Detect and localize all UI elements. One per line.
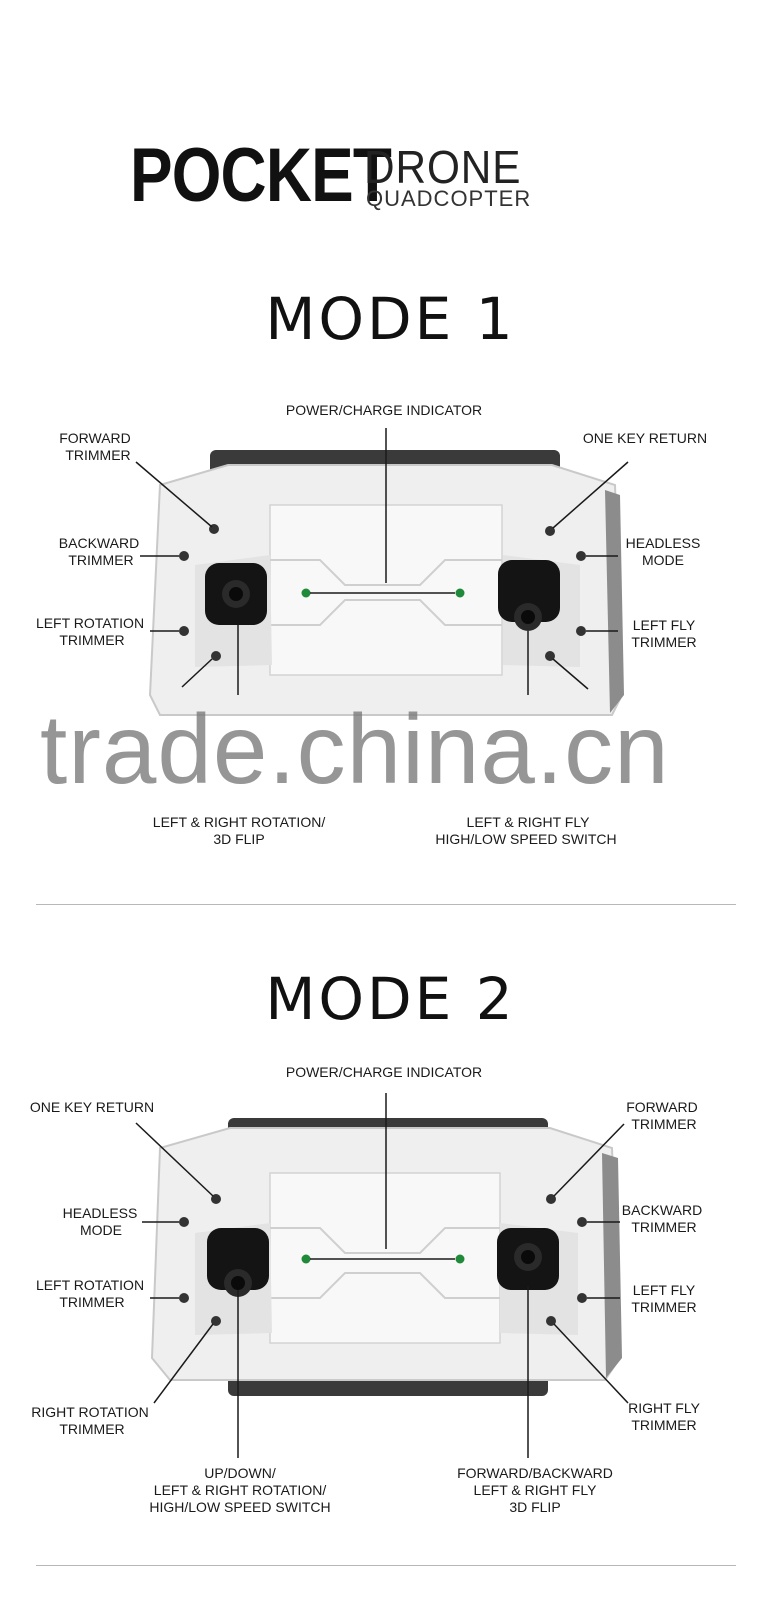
mode2-left-stick-icon bbox=[207, 1228, 269, 1297]
mode1-label-left-fly-trimmer-1: LEFT FLY bbox=[633, 617, 696, 633]
mode1-label-left-stick-1: LEFT & RIGHT ROTATION/ bbox=[153, 814, 326, 830]
mode1-label-left-fly-trimmer-2: TRIMMER bbox=[631, 634, 696, 650]
mode1-label-backward-trimmer-2: TRIMMER bbox=[68, 552, 133, 568]
mode1-label-forward-trimmer-1: FORWARD bbox=[59, 430, 131, 446]
mode2-label-left-stick-1: UP/DOWN/ bbox=[204, 1465, 276, 1481]
mode1-label-headless-mode-1: HEADLESS bbox=[626, 535, 701, 551]
mode1-one-key-return-button bbox=[545, 526, 555, 536]
mode1-label-left-rotation-trimmer-1: LEFT ROTATION bbox=[36, 615, 144, 631]
mode2-label-right-fly-trimmer-2: TRIMMER bbox=[631, 1417, 696, 1433]
mode2-label-left-fly-trimmer-2: TRIMMER bbox=[631, 1299, 696, 1315]
mode1-title: MODE 1 bbox=[265, 285, 516, 353]
mode2-right-stick-icon bbox=[497, 1228, 559, 1290]
mode1-extra-button-right bbox=[545, 651, 555, 661]
mode1-label-right-stick-2: HIGH/LOW SPEED SWITCH bbox=[435, 831, 616, 847]
mode2-right-rotation-trimmer-button bbox=[211, 1316, 221, 1326]
mode1-left-stick-icon bbox=[205, 563, 267, 625]
mode2-label-right-rotation-trimmer-2: TRIMMER bbox=[59, 1421, 124, 1437]
brand-pocket: POCKET bbox=[130, 133, 392, 218]
mode2-label-backward-trimmer-1: BACKWARD bbox=[622, 1202, 702, 1218]
mode2-label-left-rotation-trimmer-1: LEFT ROTATION bbox=[36, 1277, 144, 1293]
mode2-forward-trimmer-button bbox=[546, 1194, 556, 1204]
mode1-label-backward-trimmer-1: BACKWARD bbox=[59, 535, 139, 551]
mode1-label-forward-trimmer-2: TRIMMER bbox=[65, 447, 130, 463]
brand-quadcopter: QUADCOPTER bbox=[366, 186, 532, 211]
mode2-left-rotation-trimmer-button bbox=[179, 1293, 189, 1303]
mode1-label-left-stick-2: 3D FLIP bbox=[213, 831, 264, 847]
mode2-label-right-stick-3: 3D FLIP bbox=[509, 1499, 560, 1515]
brand-drone: DRONE bbox=[364, 141, 522, 193]
mode1-label-headless-mode-2: MODE bbox=[642, 552, 684, 568]
mode1-controller bbox=[148, 450, 624, 716]
mode2-label-headless-mode-1: HEADLESS bbox=[63, 1205, 138, 1221]
mode2-backward-trimmer-button bbox=[577, 1217, 587, 1227]
mode1-led-left bbox=[301, 588, 311, 598]
mode2-title: MODE 2 bbox=[265, 965, 516, 1033]
mode1-extra-button-left bbox=[211, 651, 221, 661]
mode2-label-power-indicator: POWER/CHARGE INDICATOR bbox=[286, 1064, 482, 1080]
mode1-led-right bbox=[455, 588, 465, 598]
mode2-led-right bbox=[455, 1254, 465, 1264]
mode2-label-right-stick-2: LEFT & RIGHT FLY bbox=[474, 1482, 598, 1498]
mode2-label-one-key-return: ONE KEY RETURN bbox=[30, 1099, 154, 1115]
mode1-label-left-rotation-trimmer-2: TRIMMER bbox=[59, 632, 124, 648]
mode1-leader-lines bbox=[135, 428, 629, 695]
mode2-label-right-stick-1: FORWARD/BACKWARD bbox=[457, 1465, 613, 1481]
mode2-label-left-stick-3: HIGH/LOW SPEED SWITCH bbox=[149, 1499, 330, 1515]
mode2-label-headless-mode-2: MODE bbox=[80, 1222, 122, 1238]
mode2-right-fly-trimmer-button bbox=[546, 1316, 556, 1326]
mode2-leader-lines bbox=[135, 1093, 629, 1458]
mode1-label-power-indicator: POWER/CHARGE INDICATOR bbox=[286, 402, 482, 418]
mode1-left-fly-trimmer-button bbox=[576, 626, 586, 636]
mode2-label-left-rotation-trimmer-2: TRIMMER bbox=[59, 1294, 124, 1310]
mode1-diagram: POWER/CHARGE INDICATOR FORWARD TRIMMER B… bbox=[0, 395, 781, 865]
mode1-label-right-stick-1: LEFT & RIGHT FLY bbox=[467, 814, 591, 830]
mode2-headless-mode-button bbox=[179, 1217, 189, 1227]
mode1-backward-trimmer-button bbox=[179, 551, 189, 561]
mode2-label-forward-trimmer-1: FORWARD bbox=[626, 1099, 698, 1115]
mode2-label-forward-trimmer-2: TRIMMER bbox=[631, 1116, 696, 1132]
section-divider bbox=[36, 904, 736, 905]
mode2-label-left-stick-2: LEFT & RIGHT ROTATION/ bbox=[154, 1482, 327, 1498]
mode2-led-left bbox=[301, 1254, 311, 1264]
watermark-text: trade.china.cn bbox=[40, 694, 670, 804]
mode1-headless-mode-button bbox=[576, 551, 586, 561]
bottom-divider bbox=[36, 1565, 736, 1566]
mode2-controller bbox=[150, 1118, 622, 1396]
mode2-diagram: POWER/CHARGE INDICATOR ONE KEY RETURN HE… bbox=[0, 1058, 781, 1538]
mode2-left-fly-trimmer-button bbox=[577, 1293, 587, 1303]
mode2-label-right-fly-trimmer-1: RIGHT FLY bbox=[628, 1400, 700, 1416]
mode2-label-backward-trimmer-2: TRIMMER bbox=[631, 1219, 696, 1235]
mode1-svg: POWER/CHARGE INDICATOR FORWARD TRIMMER B… bbox=[36, 402, 707, 847]
mode2-label-left-fly-trimmer-1: LEFT FLY bbox=[633, 1282, 696, 1298]
mode2-one-key-return-button bbox=[211, 1194, 221, 1204]
mode1-right-stick-icon bbox=[498, 560, 560, 631]
mode1-label-one-key-return: ONE KEY RETURN bbox=[583, 430, 707, 446]
mode2-label-right-rotation-trimmer-1: RIGHT ROTATION bbox=[31, 1404, 148, 1420]
mode1-left-rotation-trimmer-button bbox=[179, 626, 189, 636]
brand-logo: POCKET DRONE QUADCOPTER bbox=[0, 138, 781, 228]
mode2-svg: POWER/CHARGE INDICATOR ONE KEY RETURN HE… bbox=[30, 1064, 702, 1515]
